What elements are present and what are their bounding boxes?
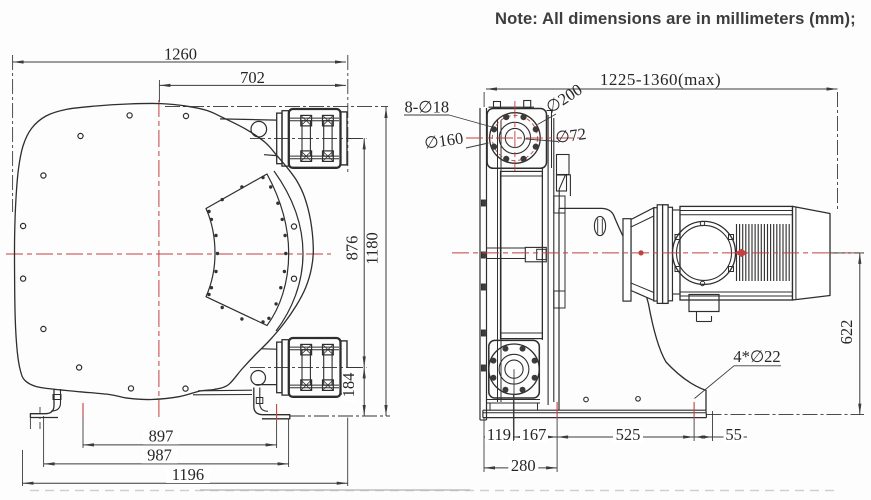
svg-text:702: 702 — [240, 68, 265, 87]
svg-text:1260: 1260 — [164, 45, 197, 64]
svg-text:∅72: ∅72 — [554, 124, 587, 147]
svg-text:184: 184 — [339, 373, 358, 398]
svg-text:8-∅18: 8-∅18 — [405, 98, 450, 117]
svg-text:1196: 1196 — [172, 465, 204, 484]
svg-text:167: 167 — [522, 425, 547, 444]
svg-text:622: 622 — [837, 320, 856, 345]
svg-text:897: 897 — [149, 427, 174, 446]
svg-text:119: 119 — [487, 425, 511, 444]
svg-text:1225-1360(max): 1225-1360(max) — [600, 70, 721, 89]
svg-text:987: 987 — [147, 446, 172, 465]
svg-text:876: 876 — [343, 236, 362, 261]
svg-text:525: 525 — [616, 425, 641, 444]
svg-text:Note: All dimensions are in mi: Note: All dimensions are in millimeters … — [495, 9, 856, 28]
svg-text:1180: 1180 — [363, 232, 382, 264]
svg-text:4*∅22: 4*∅22 — [733, 347, 780, 366]
svg-text:55: 55 — [725, 425, 742, 444]
svg-text:280: 280 — [511, 456, 536, 475]
